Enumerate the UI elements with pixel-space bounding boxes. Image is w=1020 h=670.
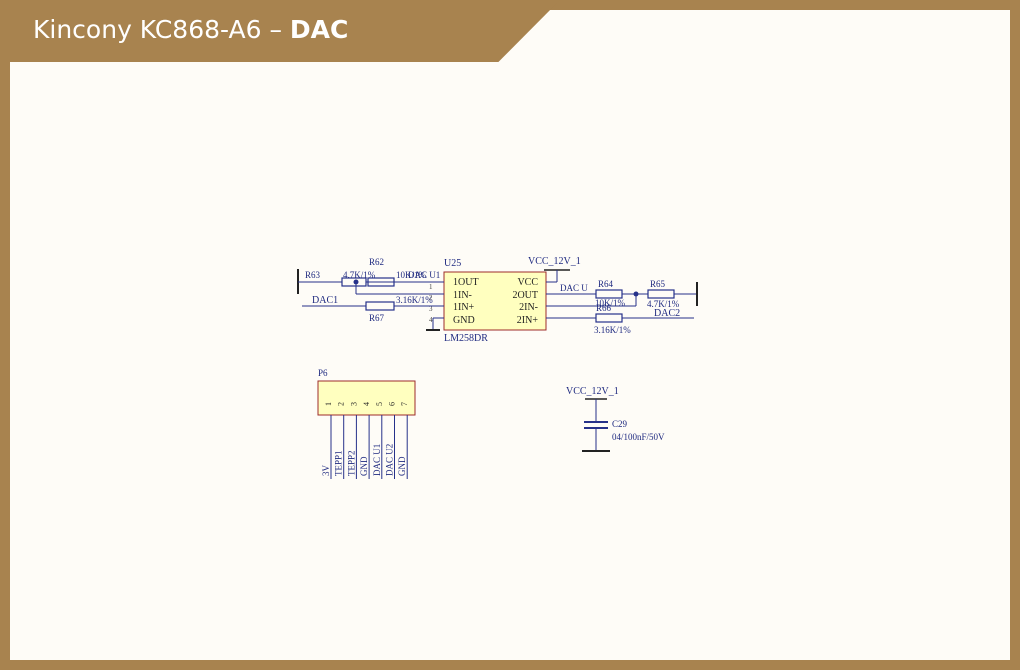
u25-pin-1in-minus: 1IN- — [453, 290, 472, 301]
u25-pin-vcc: VCC — [517, 277, 538, 288]
title-bold: DAC — [289, 15, 349, 44]
u25-pin-num-1: 1 — [429, 283, 433, 291]
p6-pin-number: 6 — [388, 402, 397, 406]
r63-ref: R63 — [305, 270, 321, 280]
r66-value: 3.16K/1% — [594, 325, 631, 335]
u25-pin-num-4: 4 — [429, 316, 433, 324]
u25-pin-num-2: 2 — [429, 294, 433, 302]
title-bar — [0, 0, 560, 62]
dac2-net-label: DAC2 — [654, 308, 680, 319]
r67-ref: R67 — [369, 313, 385, 323]
r66-body — [595, 313, 623, 323]
u25-ic: U25 LM258DR 1OUT 1IN- 1IN+ GND VCC 2OUT … — [429, 258, 547, 344]
u25-pin-2in-plus: 2IN+ — [517, 315, 539, 326]
r64-ref: R64 — [598, 279, 614, 289]
p6-pin-label: GND — [359, 456, 369, 476]
r65-value: 4.7K/1% — [647, 299, 680, 309]
r65-ref: R65 — [650, 279, 666, 289]
u25-pin-gnd: GND — [453, 315, 475, 326]
u25-pin-num-3: 3 — [429, 305, 433, 313]
u25-pin-1out: 1OUT — [453, 277, 479, 288]
p6-pin-number: 3 — [349, 402, 358, 406]
u25-ref: U25 — [444, 258, 461, 269]
left-wires — [297, 269, 444, 330]
p6-pin-label: TEPP2 — [346, 450, 356, 476]
junction-right — [633, 291, 639, 297]
r64-value: 10K/1% — [595, 298, 626, 308]
vcc-cap-label: VCC_12V_1 — [566, 386, 619, 397]
u25-pin-2in-minus: 2IN- — [519, 302, 538, 313]
u25-body — [443, 271, 547, 331]
r64-body — [595, 289, 623, 299]
r63-body — [341, 277, 367, 287]
vcc-top-label: VCC_12V_1 — [528, 256, 581, 267]
u25-pin-1in-plus: 1IN+ — [453, 302, 475, 313]
c29-capacitor: VCC_12V_1 C29 04/100nF/50V — [566, 386, 665, 452]
r63-value: 4.7K/1% — [343, 270, 376, 280]
p6-pin-number: 7 — [400, 402, 409, 406]
p6-pin-label: DAC U1 — [372, 444, 382, 476]
p6-ref: P6 — [318, 368, 328, 378]
junction-left — [353, 279, 359, 285]
u25-pin-2out: 2OUT — [512, 290, 538, 301]
u25-part: LM258DR — [444, 333, 488, 344]
p6-pin-label: DAC U2 — [385, 444, 395, 476]
p6-pin-number: 5 — [375, 402, 384, 406]
r66-ref: R66 — [596, 303, 612, 313]
p6-body — [317, 380, 416, 416]
r62-value: 10K/1% — [396, 270, 427, 280]
r65-body — [647, 289, 675, 299]
page-title: Kincony KC868-A6 – DAC — [33, 14, 348, 46]
content-panel — [10, 10, 1010, 660]
p6-pin-label: GND — [397, 456, 407, 476]
p6-pin-number: 1 — [324, 402, 333, 406]
p6-pin-number: 4 — [362, 402, 371, 406]
r67-body — [365, 301, 395, 311]
dac1-net-label: DAC1 — [312, 295, 338, 306]
dacu2-net-label: DAC U — [560, 283, 588, 293]
r62-ref: R62 — [369, 257, 384, 267]
p6-pin-label: 3V — [321, 465, 331, 477]
right-wires — [546, 293, 697, 319]
c29-value: 04/100nF/50V — [612, 432, 665, 442]
r67-value: 3.16K/1% — [396, 295, 433, 305]
p6-pin-number: 2 — [337, 402, 346, 406]
p6-pin-label: TEPP1 — [334, 450, 344, 476]
c29-ref: C29 — [612, 419, 628, 429]
dacu1-net-label: DAC U1 — [408, 270, 440, 280]
title-main: Kincony KC868-A6 – — [33, 15, 290, 44]
r62-body — [367, 277, 395, 287]
